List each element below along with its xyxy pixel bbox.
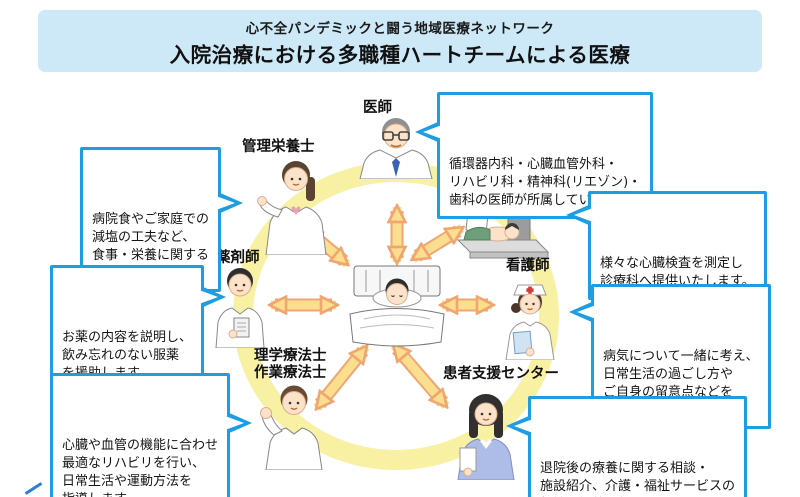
label-support: 患者支援センター <box>443 366 559 382</box>
label-nurse: 看護師 <box>506 258 550 274</box>
arrow-labtech <box>413 224 462 263</box>
callout-tail <box>199 290 219 304</box>
label-dietitian: 管理栄養士 <box>242 139 315 155</box>
callout-tail <box>216 196 236 210</box>
nurse-illustration <box>494 276 564 360</box>
arrow-support <box>390 345 450 406</box>
callout-tail <box>574 208 593 222</box>
therapist-illustration <box>252 385 332 470</box>
callout-tail <box>577 305 596 319</box>
callout-therapist: 心臓や血管の機能に合わせ 最適なリハビリを行い、 日常生活や運動方法を 指導しま… <box>50 373 253 497</box>
pharmacist-illustration <box>208 268 272 348</box>
callout-doctor-text: 循環器内科・心臓血管外科・ リハビリ科・精神科(リエゾン)・ 歯科の医師が所属し… <box>449 156 642 208</box>
header-subtitle: 心不全パンデミックと闘う地域医療ネットワーク <box>245 21 555 37</box>
header-band: 心不全パンデミックと闘う地域医療ネットワーク 入院治療における多職種ハートチーム… <box>38 10 762 72</box>
arrow-therapist <box>313 347 370 408</box>
support-staff-illustration <box>438 388 534 480</box>
doctor-illustration <box>350 117 442 179</box>
callout-tail <box>225 416 245 430</box>
callout-labtech: 様々な心臓検査を測定し 診療科へ提供いたします。 <box>566 191 767 300</box>
label-doctor: 医師 <box>363 100 392 116</box>
callout-therapist-text: 心臓や血管の機能に合わせ 最適なリハビリを行い、 日常生活や運動方法を 指導しま… <box>62 437 219 497</box>
callout-support: 退院後の療養に関する相談・ 施設紹介、介護・福祉サービスの 相談・調整を行います… <box>506 396 748 497</box>
dietitian-illustration <box>252 155 334 255</box>
callout-tail <box>423 125 442 139</box>
callout-tail <box>514 419 533 433</box>
label-therapist: 理学療法士 作業療法士 <box>254 348 327 381</box>
callout-pharmacist: お薬の内容を説明し、 飲み忘れのない服薬 を援助します。 <box>50 265 227 393</box>
patient-in-bed-illustration <box>340 262 454 348</box>
label-pharmacist: 薬剤師 <box>216 250 260 266</box>
callout-support-text: 退院後の療養に関する相談・ 施設紹介、介護・福祉サービスの 相談・調整を行います… <box>540 460 736 497</box>
page-title: 入院治療における多職種ハートチームによる医療 <box>169 43 631 67</box>
